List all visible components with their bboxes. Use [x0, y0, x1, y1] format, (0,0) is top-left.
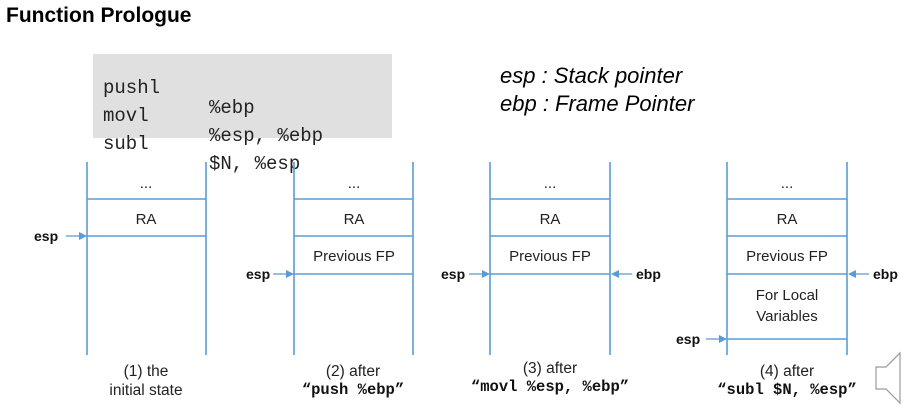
caption-stack-3: (3) after “movl %esp, %ebp” [440, 359, 660, 397]
stack-3: ... RA Previous FP esp ebp [441, 162, 661, 355]
stack-cell-ellipsis: ... [544, 175, 557, 192]
code-line-1: pushl %ebp [103, 58, 255, 138]
caption-instruction: “subl $N, %esp” [717, 381, 857, 399]
code-op: movl [103, 105, 149, 127]
stack-1: ... RA esp [34, 162, 207, 355]
caption-step: (4) after [759, 363, 815, 380]
code-arg: $N, %esp [209, 153, 301, 175]
stack-cell-ellipsis: ... [140, 175, 153, 192]
caption-stack-2: (2) after “push %ebp” [243, 362, 463, 400]
code-block: pushl %ebp movl %esp, %ebp subl $N, %esp [93, 54, 392, 174]
ebp-pointer-label: ebp [873, 266, 898, 282]
stack-cell-previous-fp: Previous FP [313, 248, 395, 265]
stack-4: ... RA Previous FP For Local Variables e… [676, 162, 898, 355]
stack-cell-locals-line1: For Local [756, 287, 819, 304]
stack-cell-ellipsis: ... [781, 175, 794, 192]
caption-step: (3) after [522, 360, 578, 377]
legend-esp: esp : Stack pointer [500, 63, 683, 88]
caption-instruction: “push %ebp” [301, 381, 405, 399]
stack-cell-ellipsis: ... [348, 175, 361, 192]
caption-stack-1: (1) the initial state [36, 362, 256, 400]
caption-step: (1) the [123, 363, 169, 380]
stack-cell-previous-fp: Previous FP [509, 248, 591, 265]
code-line-3: subl $N, %esp [103, 114, 300, 194]
code-arg: %ebp [209, 97, 255, 119]
stack-cell-ra: RA [777, 211, 798, 228]
esp-pointer-label: esp [34, 228, 58, 244]
caption-instruction: initial state [109, 382, 183, 399]
code-line-2: movl %esp, %ebp [103, 86, 323, 166]
esp-pointer-label: esp [676, 331, 700, 347]
esp-pointer-label: esp [246, 266, 270, 282]
caption-instruction: “movl %esp, %ebp” [470, 378, 630, 396]
code-arg: %esp, %ebp [209, 125, 324, 147]
stack-2: ... RA Previous FP esp [246, 162, 414, 355]
stack-cell-ra: RA [540, 211, 561, 228]
caption-step: (2) after [325, 363, 381, 380]
ebp-pointer-label: ebp [636, 266, 661, 282]
page-title: Function Prologue [6, 4, 192, 27]
esp-pointer-label: esp [441, 266, 465, 282]
code-op: pushl [103, 77, 161, 99]
caption-stack-4: (4) after “subl $N, %esp” [677, 362, 897, 400]
speaker-icon[interactable] [875, 351, 901, 405]
stack-cell-previous-fp: Previous FP [746, 248, 828, 265]
legend-ebp: ebp : Frame Pointer [500, 91, 695, 116]
stack-cell-ra: RA [344, 211, 365, 228]
stack-cell-locals-line2: Variables [756, 308, 817, 325]
stack-cell-ra: RA [136, 211, 157, 228]
code-op: subl [103, 133, 149, 155]
